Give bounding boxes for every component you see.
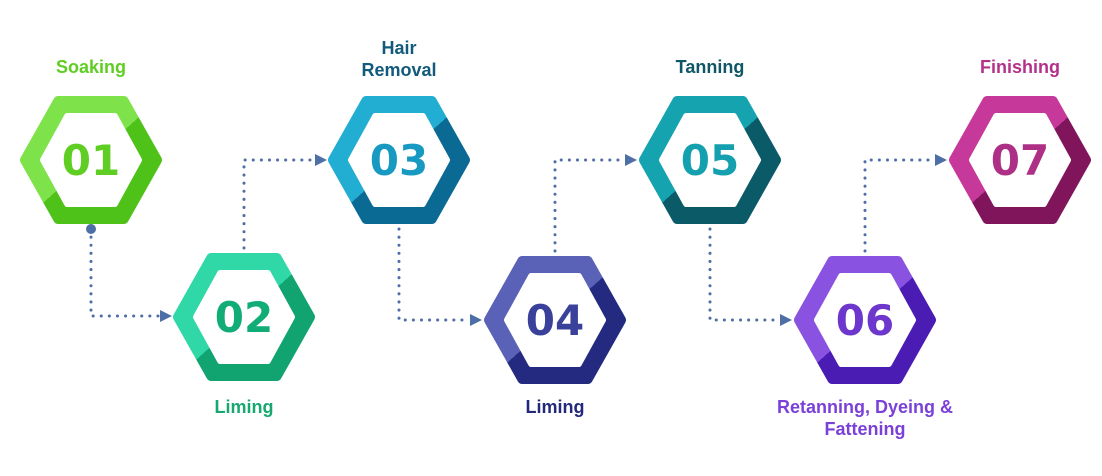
step-02-hexagon-inner — [193, 270, 295, 364]
step-03-label: Hair Removal — [361, 38, 437, 80]
step-07-label: Finishing — [980, 57, 1060, 77]
step-01-hexagon-inner — [40, 113, 142, 207]
connector-01-02-start-dot-icon — [86, 224, 96, 234]
step-05-hexagon-inner — [659, 113, 761, 207]
connector-06-07 — [863, 158, 937, 253]
step-02: 02 — [173, 253, 315, 381]
step-02-label: Liming — [214, 397, 274, 417]
step-07: 07 — [949, 96, 1091, 224]
step-03-hexagon-inner — [348, 113, 450, 207]
connector-05-06-arrow-icon — [780, 314, 792, 326]
connector-04-05 — [553, 158, 627, 253]
step-01-number: 01 — [62, 136, 120, 185]
step-03-number: 03 — [370, 136, 428, 185]
step-04: 04 — [484, 256, 626, 384]
step-07-number: 07 — [991, 136, 1049, 185]
step-03: 03 — [328, 96, 470, 224]
step-01: 01 — [20, 96, 162, 224]
connector-04-05-arrow-icon — [625, 154, 637, 166]
connector-01-02-arrow-icon — [160, 310, 172, 322]
step-04-hexagon-inner — [504, 273, 606, 367]
step-05-number: 05 — [681, 136, 739, 185]
step-05-label: Tanning — [675, 57, 745, 77]
step-06-hexagon-inner — [814, 273, 916, 367]
connector-02-03 — [242, 158, 317, 250]
connector-03-04-arrow-icon — [470, 314, 482, 326]
connector-02-03-arrow-icon — [315, 154, 327, 166]
connector-05-06 — [708, 227, 782, 322]
connector-01-02 — [89, 227, 162, 318]
connector-06-07-arrow-icon — [935, 154, 947, 166]
step-07-hexagon-inner — [969, 113, 1071, 207]
connector-03-04 — [397, 227, 472, 322]
step-05: 05 — [639, 96, 781, 224]
step-02-number: 02 — [215, 293, 273, 342]
step-06-label: Retanning, Dyeing & Fattening — [776, 397, 954, 439]
step-06: 06 — [794, 256, 936, 384]
step-06-number: 06 — [836, 296, 894, 345]
step-04-label: Liming — [525, 397, 585, 417]
step-01-label: Soaking — [55, 57, 127, 77]
step-04-number: 04 — [526, 296, 584, 345]
